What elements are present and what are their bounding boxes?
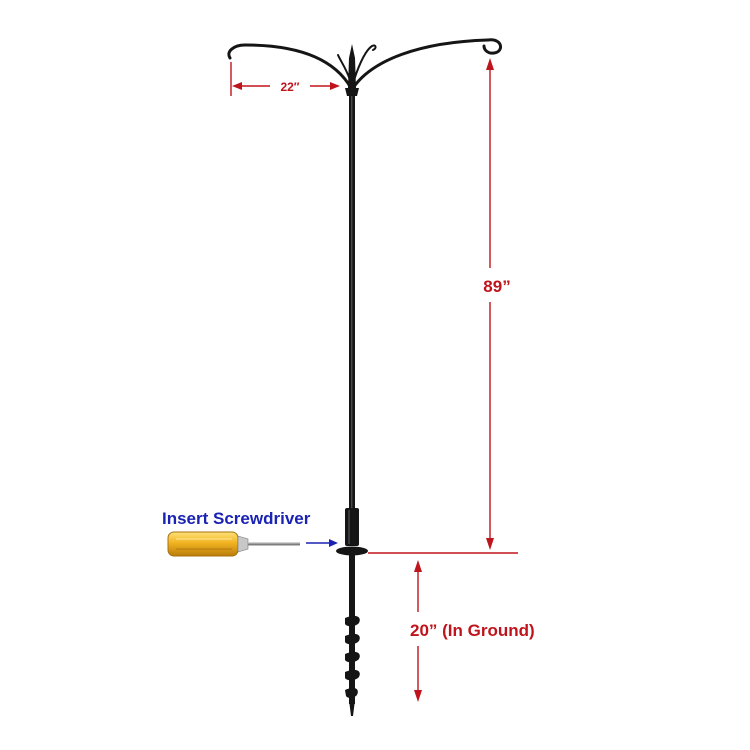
left-arm — [227, 43, 353, 90]
screwdriver-handle — [167, 531, 239, 557]
pole-height-dimension — [368, 58, 518, 554]
pole-height-label: 89” — [483, 277, 510, 296]
hook-span-label: 22″ — [280, 80, 299, 94]
screwdriver-instruction: Insert Screwdriver — [162, 509, 311, 528]
pole-upper-highlight — [351, 96, 353, 510]
ground-depth-label: 20” (In Ground) — [410, 621, 535, 640]
right-arm — [351, 38, 490, 90]
pole-finial — [348, 44, 356, 88]
ground-plate — [336, 546, 368, 556]
auger-spiral — [345, 615, 360, 698]
screwdriver-ferrule — [237, 535, 249, 553]
right-inner-sprig — [353, 44, 377, 81]
ground-depth-dimension — [414, 560, 422, 702]
pole-lower — [349, 554, 355, 704]
hook-arms — [227, 38, 502, 90]
screwdriver-callout-arrow — [306, 539, 338, 547]
sleeve-highlight — [348, 510, 350, 544]
right-hook-icon — [482, 38, 502, 55]
hook-span-dimension — [230, 62, 340, 96]
screwdriver-sleeve — [345, 508, 359, 546]
screwdriver-icon — [167, 531, 300, 557]
pole-collar — [345, 88, 359, 96]
auger-tip — [349, 700, 355, 716]
screwdriver-shaft — [248, 542, 300, 546]
